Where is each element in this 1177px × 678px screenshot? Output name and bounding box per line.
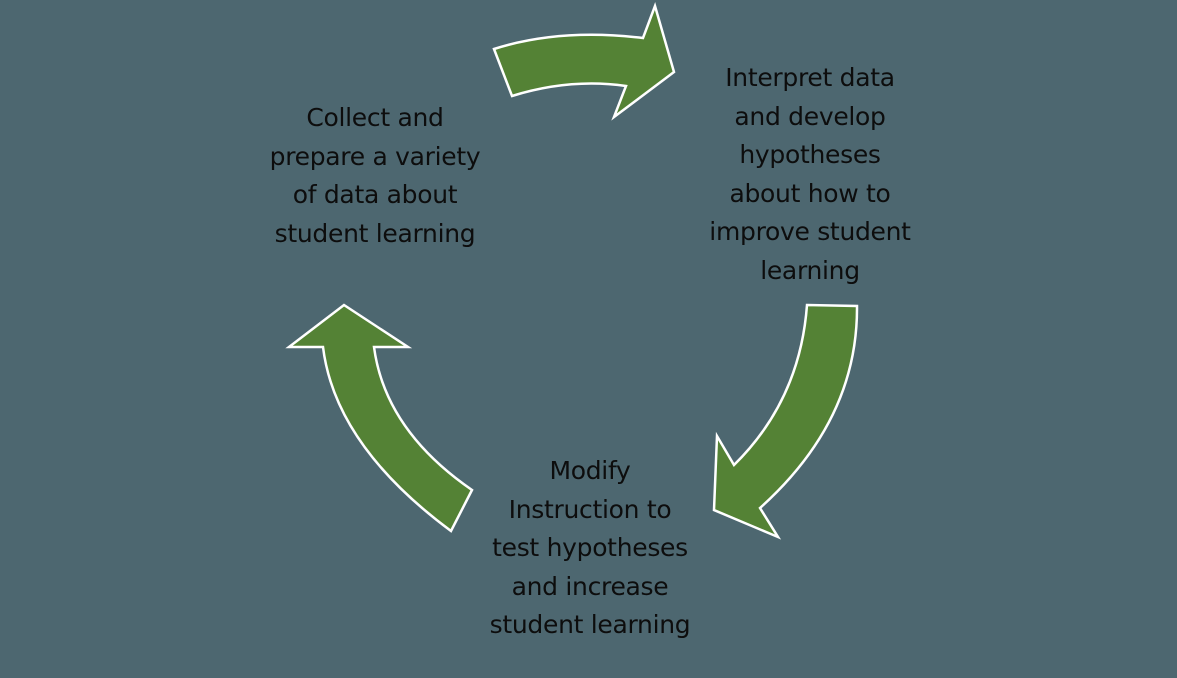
step-line: student learning [274, 218, 476, 248]
step-line: and develop [734, 101, 886, 131]
step-collect-text: Collect and prepare a variety of data ab… [250, 99, 500, 253]
step-line: hypotheses [739, 140, 881, 169]
curved-arrow-up-icon [285, 303, 474, 533]
step-line: Modify [549, 456, 631, 485]
step-line: of data about [292, 180, 458, 209]
step-line: Interpret data [725, 63, 895, 92]
curved-arrow-down-left-icon [712, 303, 859, 540]
step-line: about how to [729, 178, 891, 208]
step-modify-text: Modify Instruction to test hypotheses an… [460, 452, 720, 645]
step-line: learning [760, 255, 860, 285]
step-line: Instruction to [508, 494, 672, 524]
step-line: Collect and [306, 103, 444, 132]
step-line: improve student [709, 217, 911, 246]
curved-arrow-right-icon [492, 2, 676, 121]
step-line: prepare a variety [269, 141, 481, 171]
step-interpret-text: Interpret data and develop hypotheses ab… [680, 59, 940, 290]
step-line: and increase [511, 571, 669, 601]
step-line: student learning [489, 610, 691, 639]
step-line: test hypotheses [492, 533, 688, 562]
